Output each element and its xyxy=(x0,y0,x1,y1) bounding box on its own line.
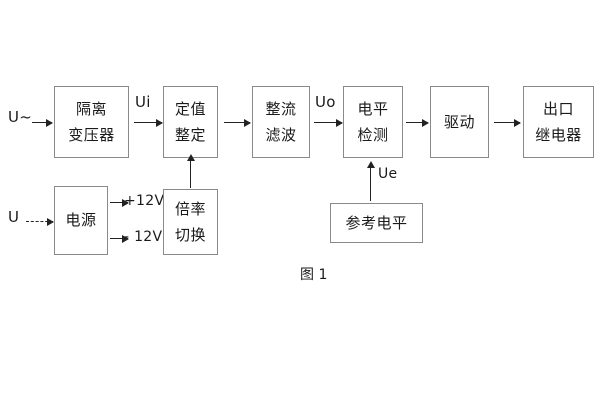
signal-label-ui: Ui xyxy=(135,93,151,111)
arrow-power-supply-plus12v xyxy=(110,198,129,207)
arrow-rectify-filter-to-level-detection xyxy=(314,118,343,127)
arrow-setting-value-to-rectify-filter xyxy=(224,118,251,127)
block-isolation-transformer-line-1: 隔离 xyxy=(75,99,107,118)
block-level-detection-line-2: 检测 xyxy=(357,126,389,144)
arrow-reference-level-to-level-detection xyxy=(366,161,375,201)
block-multiplier-switch: 倍率 切换 xyxy=(163,189,218,255)
block-rectify-filter-line-2: 滤波 xyxy=(265,126,297,144)
block-level-detection-line-1: 电平 xyxy=(357,99,389,118)
block-isolation-transformer: 隔离 变压器 xyxy=(54,86,129,158)
block-setting-value: 定值 整定 xyxy=(163,86,218,158)
figure-caption: 图 1 xyxy=(300,267,328,283)
block-output-relay: 出口 继电器 xyxy=(523,86,594,158)
input-label-dc: U xyxy=(8,208,20,226)
arrow-multiplier-switch-to-setting-value xyxy=(186,154,195,188)
block-rectify-filter: 整流 滤波 xyxy=(252,86,310,158)
block-drive-line-1: 驱动 xyxy=(443,112,475,131)
block-power-supply-line-1: 电源 xyxy=(65,211,97,230)
block-reference-level: 参考电平 xyxy=(330,203,423,243)
arrow-level-detection-to-drive xyxy=(406,118,429,127)
arrow-drive-to-output-relay xyxy=(494,118,521,127)
signal-label-ue: Ue xyxy=(378,166,398,182)
signal-label-uo: Uo xyxy=(315,93,336,111)
arrow-dc-input-to-power-supply xyxy=(26,217,54,226)
block-drive: 驱动 xyxy=(430,86,489,158)
block-rectify-filter-line-1: 整流 xyxy=(265,99,297,118)
block-setting-value-line-2: 整定 xyxy=(174,126,206,144)
block-output-relay-line-2: 继电器 xyxy=(535,126,582,144)
arrow-power-supply-minus12v xyxy=(110,234,129,243)
input-label-ac: U~ xyxy=(8,108,33,126)
block-output-relay-line-1: 出口 xyxy=(542,99,574,118)
voltage-label-minus12v: - 12V xyxy=(124,229,163,245)
block-setting-value-line-1: 定值 xyxy=(174,99,206,118)
block-reference-level-line-1: 参考电平 xyxy=(345,213,408,232)
arrow-isolation-transformer-to-setting-value xyxy=(134,118,163,127)
block-power-supply: 电源 xyxy=(54,186,108,255)
block-isolation-transformer-line-2: 变压器 xyxy=(68,126,115,144)
arrow-ac-input-to-isolation-transformer xyxy=(32,118,53,127)
block-multiplier-switch-line-2: 切换 xyxy=(174,226,206,244)
block-level-detection: 电平 检测 xyxy=(343,86,403,158)
block-multiplier-switch-line-1: 倍率 xyxy=(174,199,206,218)
voltage-label-plus12v: +12V xyxy=(124,193,165,209)
